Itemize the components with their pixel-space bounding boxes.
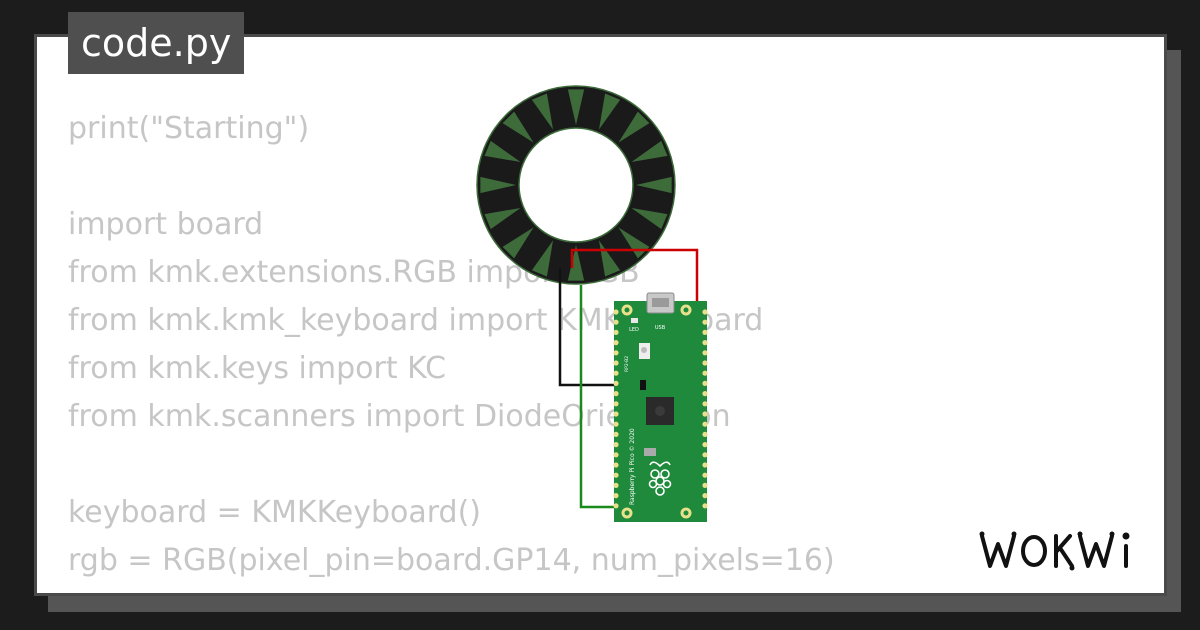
pico-pin xyxy=(613,309,619,315)
code-line: import board xyxy=(68,207,264,242)
pico-pin xyxy=(613,452,619,458)
wokwi-logo xyxy=(979,531,1130,571)
ring-pixel xyxy=(598,93,621,130)
code-line: keyboard = KMKKeyboard() xyxy=(68,495,482,530)
pico-pin xyxy=(702,411,708,417)
ring-pixel xyxy=(636,176,672,194)
pico-pin xyxy=(702,360,708,366)
data-wire[interactable] xyxy=(579,285,626,509)
chip-label: RP2-B2 xyxy=(624,356,630,372)
pico-pin xyxy=(702,431,708,437)
pico-pin xyxy=(702,350,708,356)
pico-pin xyxy=(613,421,619,427)
led-label: LED xyxy=(629,327,639,333)
ring-pixel xyxy=(567,245,585,281)
pico-pin xyxy=(613,503,619,509)
pico-pin xyxy=(702,462,708,468)
pico-pin xyxy=(613,442,619,448)
ring-pixel xyxy=(484,140,521,163)
code-line: keyboard.extensions.append(rgb) xyxy=(68,585,835,593)
pico-pin xyxy=(613,370,619,376)
pico-pin xyxy=(702,421,708,427)
ground-wire[interactable] xyxy=(558,268,626,387)
pico-pin xyxy=(702,472,708,478)
pico-pin xyxy=(613,350,619,356)
pico-pin xyxy=(702,493,708,499)
ring-inner-edge xyxy=(518,127,634,243)
bootsel-dot-icon xyxy=(641,347,647,353)
mounting-holes xyxy=(621,304,692,519)
chip-mark-icon xyxy=(655,406,665,416)
neopixel-ring[interactable] xyxy=(476,85,676,285)
raspberry-pi-pico[interactable]: USB LED Raspberry Pi Pico © 2020 RP2-B2 xyxy=(613,292,708,522)
ring-pixel xyxy=(502,111,534,143)
pico-pin xyxy=(613,319,619,325)
pico-pin xyxy=(702,370,708,376)
ring-pixel xyxy=(618,111,650,143)
ring-pixel xyxy=(502,227,534,259)
pico-pin xyxy=(702,482,708,488)
ring-outer-edge xyxy=(476,85,676,285)
pico-pin xyxy=(702,401,708,407)
pico-pin xyxy=(702,329,708,335)
ring-pixels xyxy=(480,89,672,281)
led-icon xyxy=(631,318,638,323)
pico-pin xyxy=(613,340,619,346)
pico-pin xyxy=(613,411,619,417)
pico-pin xyxy=(613,493,619,499)
pico-pin xyxy=(702,442,708,448)
ring-pixel xyxy=(567,89,585,125)
pico-pin xyxy=(613,391,619,397)
pico-pin xyxy=(702,340,708,346)
pico-pin xyxy=(702,309,708,315)
ring-pixel xyxy=(631,207,668,230)
pico-pin xyxy=(702,503,708,509)
raspberry-logo-icon xyxy=(648,461,672,496)
code-line: from kmk.keys import KC xyxy=(68,351,447,386)
pico-pins xyxy=(613,309,708,509)
pico-pin xyxy=(702,380,708,386)
pico-pin xyxy=(613,401,619,407)
board-silkscreen: Raspberry Pi Pico © 2020 xyxy=(629,428,636,505)
code-line: rgb = RGB(pixel_pin=board.GP14, num_pixe… xyxy=(68,543,835,578)
ring-pixel xyxy=(480,176,516,194)
usb-port-icon xyxy=(652,298,669,307)
usb-label: USB xyxy=(655,325,666,331)
pico-pin xyxy=(702,391,708,397)
ring-pixel xyxy=(531,240,554,277)
file-tab[interactable]: code.py xyxy=(68,12,245,74)
pico-pin xyxy=(613,482,619,488)
pico-pin xyxy=(613,472,619,478)
flash-chip-icon xyxy=(644,448,656,456)
ring-pixel xyxy=(531,93,554,130)
pico-pin xyxy=(613,329,619,335)
pico-pin xyxy=(613,360,619,366)
pico-pin xyxy=(613,431,619,437)
pico-pin xyxy=(702,452,708,458)
pico-pin xyxy=(613,380,619,386)
ring-pixel xyxy=(484,207,521,230)
pico-pin xyxy=(613,462,619,468)
code-line: print("Starting") xyxy=(68,111,310,146)
smd-component-icon xyxy=(640,380,646,390)
ring-pixel xyxy=(631,140,668,163)
pico-pin xyxy=(702,319,708,325)
